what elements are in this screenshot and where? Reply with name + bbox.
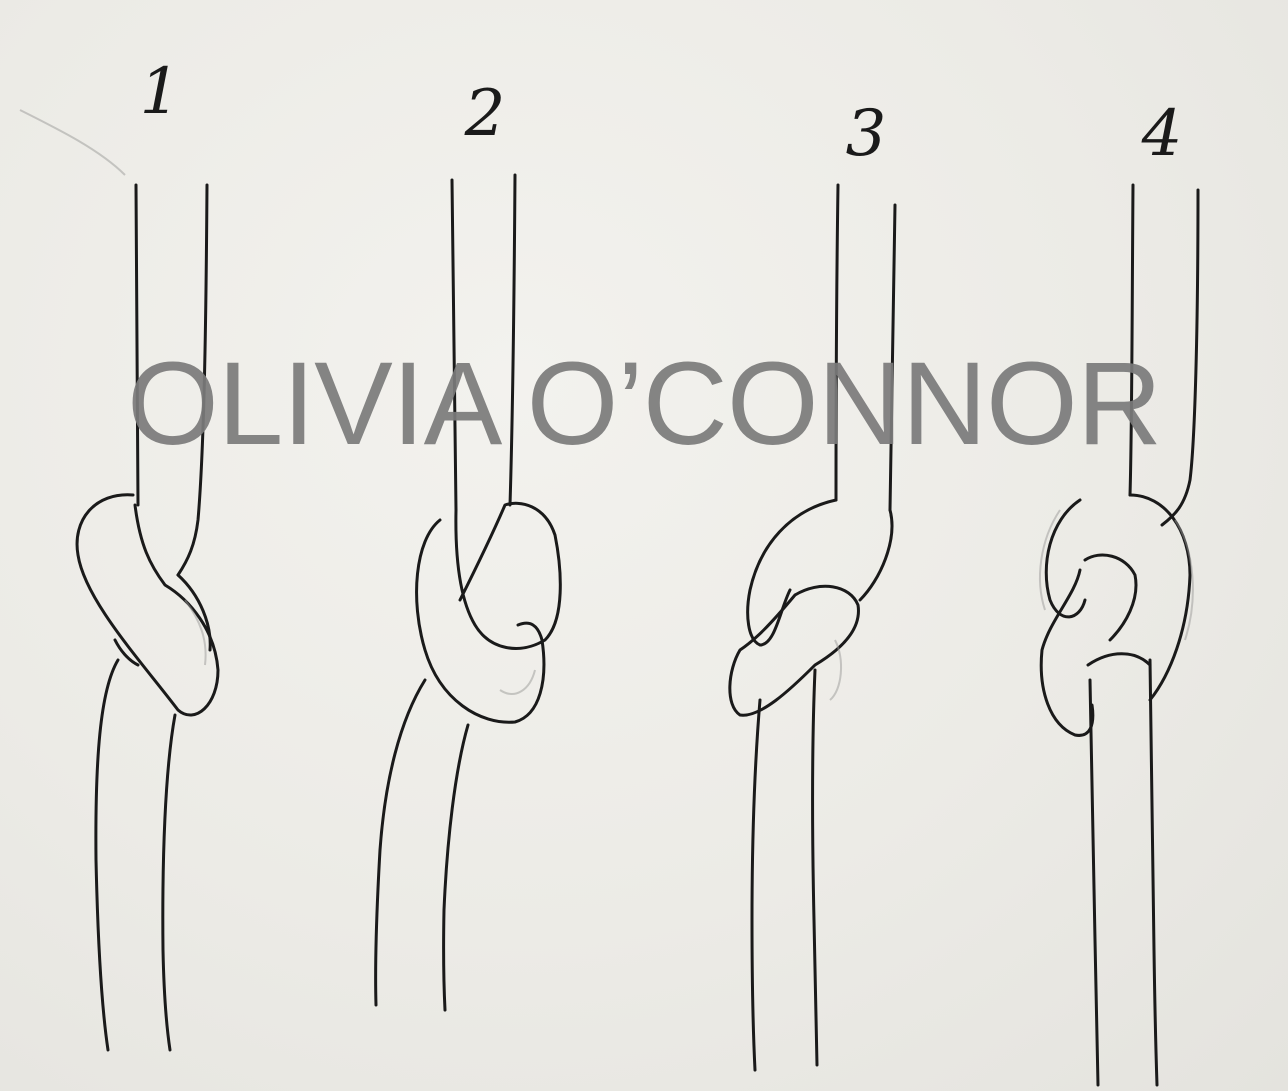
step-2-number: 2 — [465, 82, 506, 146]
knot-step-2-drawing — [376, 175, 561, 1010]
knot-step-1-drawing — [77, 185, 218, 1050]
step-1-number: 1 — [140, 60, 181, 124]
knot-step-3-drawing — [730, 185, 895, 1070]
step-4-number: 4 — [1142, 102, 1183, 166]
paper-crease-mark — [20, 110, 125, 175]
knot-step-4-drawing — [1040, 185, 1198, 1085]
watermark-text: OLIVIA O’CONNOR — [0, 345, 1288, 463]
step-3-number: 3 — [846, 102, 887, 166]
